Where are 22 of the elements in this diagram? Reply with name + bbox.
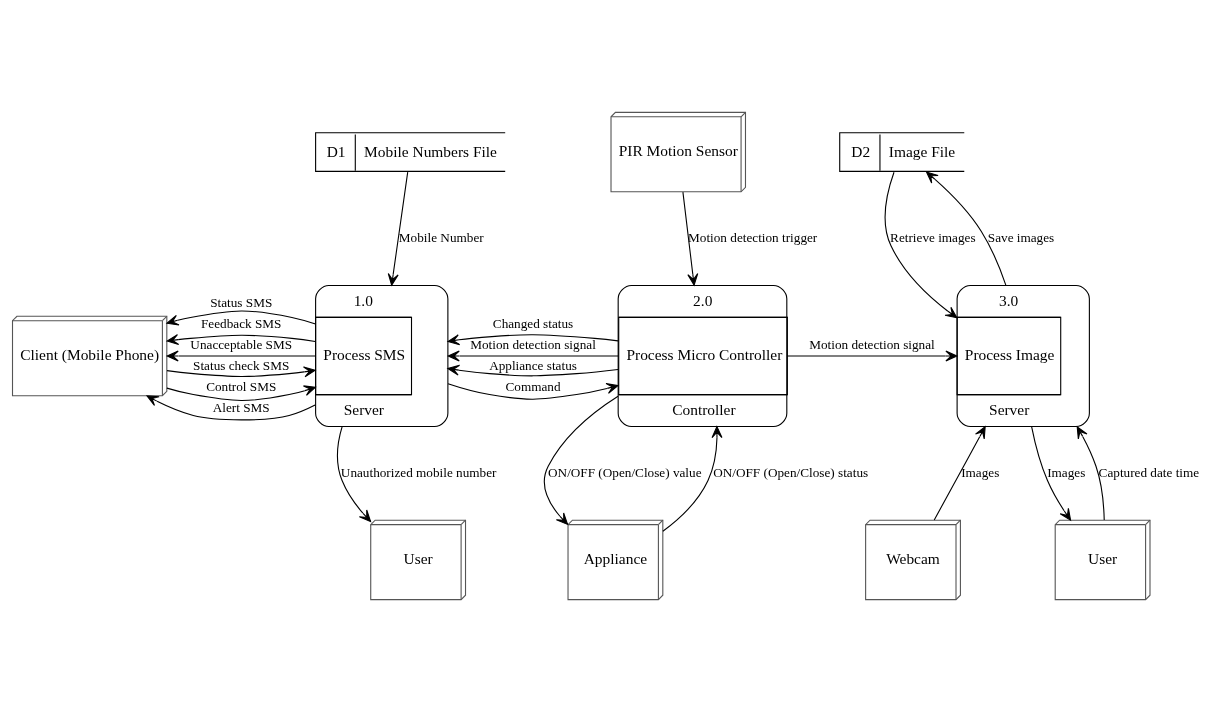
edge-label: Control SMS bbox=[206, 378, 277, 394]
edge-label: ON/OFF (Open/Close) value bbox=[548, 464, 702, 480]
edge-label: Command bbox=[505, 378, 561, 394]
edge-label: Images bbox=[1047, 464, 1086, 480]
edge-label: Status SMS bbox=[210, 295, 273, 311]
edge-label: Feedback SMS bbox=[201, 316, 282, 331]
node-text: D2 Image File bbox=[851, 142, 956, 160]
edge-label: ON/OFF (Open/Close) status bbox=[713, 464, 869, 480]
edge-label: Alert SMS bbox=[212, 399, 270, 415]
edge-label: Retrieve images bbox=[890, 230, 976, 246]
edge-label: Images bbox=[961, 464, 1000, 480]
edge-label: Unauthorized mobile number bbox=[340, 464, 497, 480]
edge-label: Captured date time bbox=[1098, 464, 1200, 480]
edge-label: Motion detection signal bbox=[470, 336, 596, 352]
edge-label: Mobile Number bbox=[398, 230, 484, 246]
edge-label: Status check SMS bbox=[193, 357, 290, 373]
edge-label: Unacceptable SMS bbox=[190, 336, 293, 352]
edge-label: Motion detection signal bbox=[809, 336, 935, 352]
edge-label: Save images bbox=[987, 230, 1055, 246]
edge-label: Changed status bbox=[492, 316, 574, 331]
node-text: D1 Mobile Numbers File bbox=[326, 142, 497, 160]
edge-label: Appliance status bbox=[489, 357, 577, 373]
